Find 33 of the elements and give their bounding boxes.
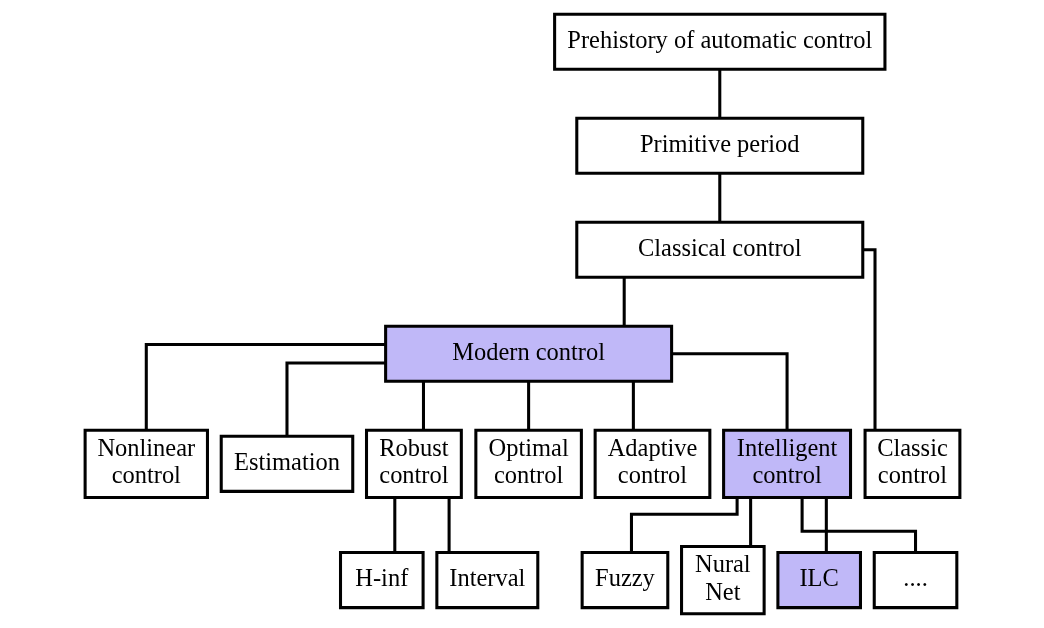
node-box: Classical control [574,220,864,279]
node-box: Prehistory of automatic control [552,12,886,71]
node-box: Interval [434,551,539,610]
node-box: Estimation [219,434,354,493]
node-box: Adaptive control [593,428,711,500]
node-box: H-inf [338,551,425,610]
node-box: Intelligent control [721,428,852,500]
connector [144,343,385,430]
connector [862,248,877,430]
connector [671,352,789,430]
connector [421,381,425,431]
node-box: Primitive period [574,116,864,175]
connector [392,498,396,552]
connector [824,498,828,552]
node-box: .... [872,551,958,610]
node-box: Fuzzy [580,551,669,610]
connector [284,361,385,437]
connector [748,498,752,547]
node-box: Robust control [364,428,463,500]
node-box: ILC [775,551,862,610]
node-box: Modern control [383,324,673,383]
connector [622,277,626,326]
node-box: Nonlinear control [83,428,209,500]
connector [631,381,635,431]
connector [800,497,917,553]
node-box: Nural Net [679,544,766,616]
connector [447,498,451,552]
node-box: Optimal control [473,428,583,500]
connector [526,381,530,431]
connector [629,497,739,552]
connector [717,69,721,118]
node-box: Classic control [863,428,961,500]
connector [717,173,721,222]
